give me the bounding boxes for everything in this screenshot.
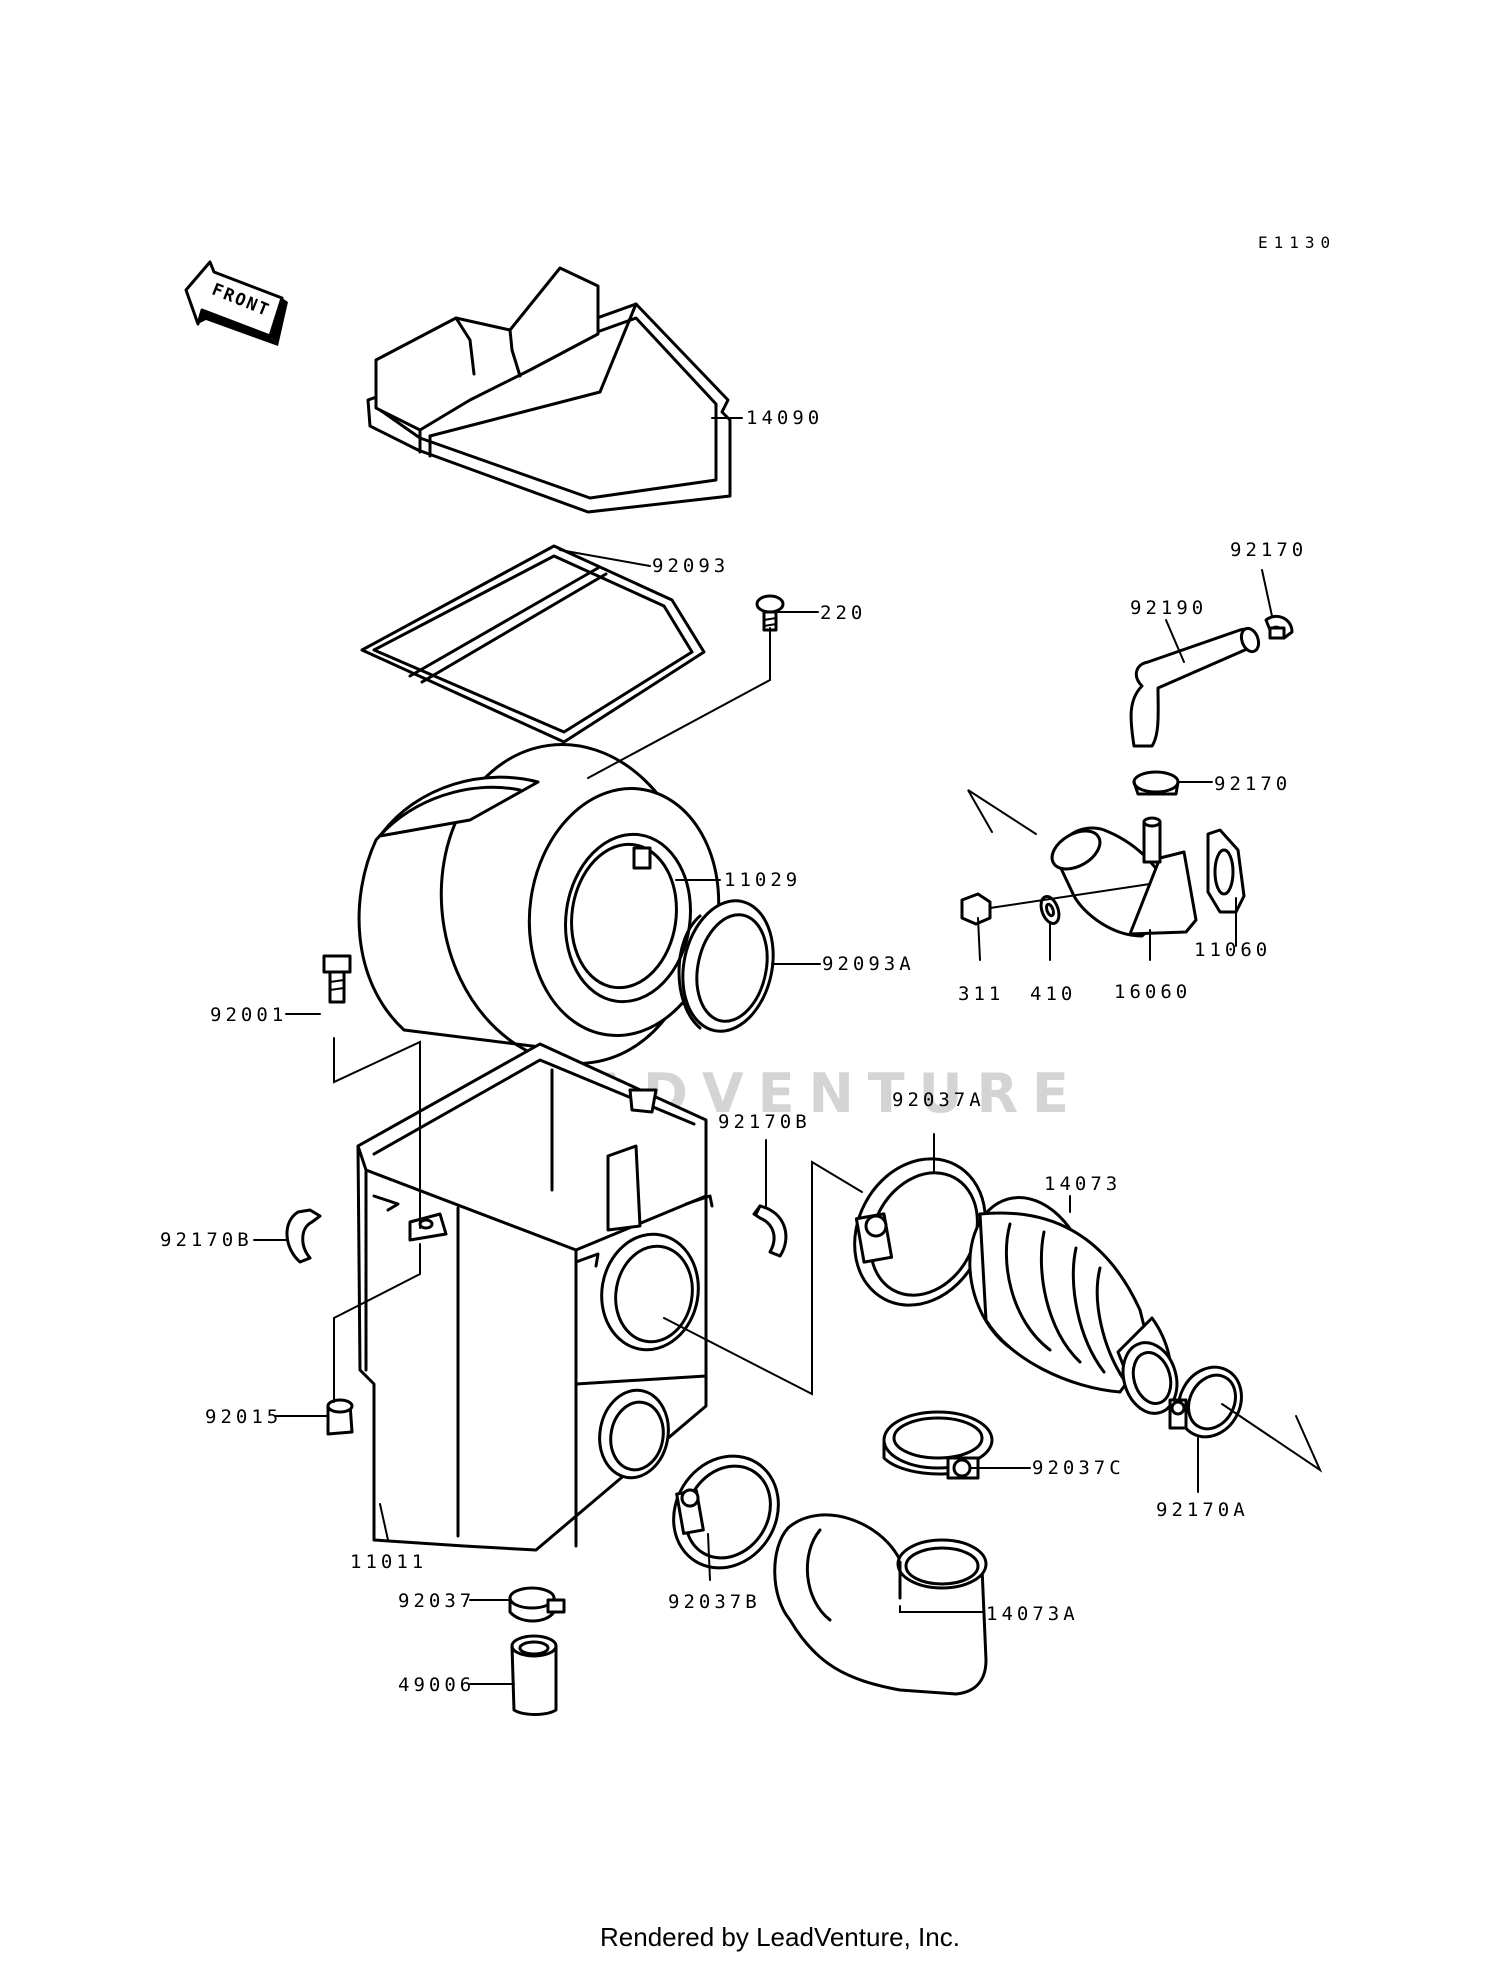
label-14073: 14073 xyxy=(1044,1173,1121,1195)
air-cleaner-cover xyxy=(366,266,732,514)
clamp-92170a-icon xyxy=(1168,1365,1243,1439)
label-92093a: 92093A xyxy=(822,953,915,975)
bolt-icon xyxy=(322,954,352,1004)
hose-clip-mid-icon xyxy=(1132,770,1180,796)
label-410: 410 xyxy=(1030,983,1076,1005)
label-92170b-mid: 92170B xyxy=(718,1111,811,1133)
label-92093: 92093 xyxy=(652,555,729,577)
seal-ring xyxy=(677,899,775,1033)
label-92037a: 92037A xyxy=(892,1089,985,1111)
label-11060: 11060 xyxy=(1194,939,1271,961)
label-92015: 92015 xyxy=(205,1406,282,1428)
clamp-a-icon xyxy=(853,1157,987,1307)
gasket-frame xyxy=(360,544,706,744)
intake-elbow xyxy=(1050,816,1198,938)
flange-gasket xyxy=(1206,828,1246,914)
label-92170a: 92170A xyxy=(1156,1499,1249,1521)
case-outlet-upper xyxy=(600,1232,700,1352)
leader-lines xyxy=(253,417,1323,1685)
label-92190: 92190 xyxy=(1130,597,1207,619)
clamp-small-icon xyxy=(508,1586,566,1623)
hex-nut-icon xyxy=(960,892,992,926)
front-arrow-icon: FRONT xyxy=(184,260,288,346)
label-16060: 16060 xyxy=(1114,981,1191,1003)
label-92037c: 92037C xyxy=(1032,1457,1125,1479)
clip-left-icon xyxy=(285,1208,322,1264)
label-49006: 49006 xyxy=(398,1674,475,1696)
label-14090: 14090 xyxy=(746,407,823,429)
tube-icon xyxy=(510,1634,558,1716)
label-92037: 92037 xyxy=(398,1590,475,1612)
clamp-b-icon xyxy=(672,1454,780,1570)
label-11029: 11029 xyxy=(724,869,801,891)
elbow-duct xyxy=(773,1513,988,1696)
screw-icon xyxy=(755,594,785,632)
nut-icon xyxy=(326,1398,354,1436)
hose xyxy=(1129,626,1261,748)
air-filter-element xyxy=(357,743,721,1065)
bellows-boot xyxy=(968,1196,1179,1415)
label-11011: 11011 xyxy=(350,1551,427,1573)
label-14073a: 14073A xyxy=(986,1603,1079,1625)
hose-clip-top-icon xyxy=(1264,615,1294,640)
diagram-code: E1130 xyxy=(1258,233,1336,252)
clamp-c-icon xyxy=(882,1410,994,1480)
label-92001: 92001 xyxy=(210,1004,287,1026)
label-92170b-left: 92170B xyxy=(160,1229,253,1251)
case-outlet-lower xyxy=(598,1388,670,1480)
label-311: 311 xyxy=(958,983,1004,1005)
footer-credit: Rendered by LeadVenture, Inc. xyxy=(600,1922,960,1952)
label-92037b: 92037B xyxy=(668,1591,761,1613)
washer-icon xyxy=(1039,895,1061,925)
label-92170-mid: 92170 xyxy=(1214,773,1291,795)
clip-mid-icon xyxy=(752,1204,788,1258)
label-92170-top: 92170 xyxy=(1230,539,1307,561)
label-220: 220 xyxy=(820,602,866,624)
